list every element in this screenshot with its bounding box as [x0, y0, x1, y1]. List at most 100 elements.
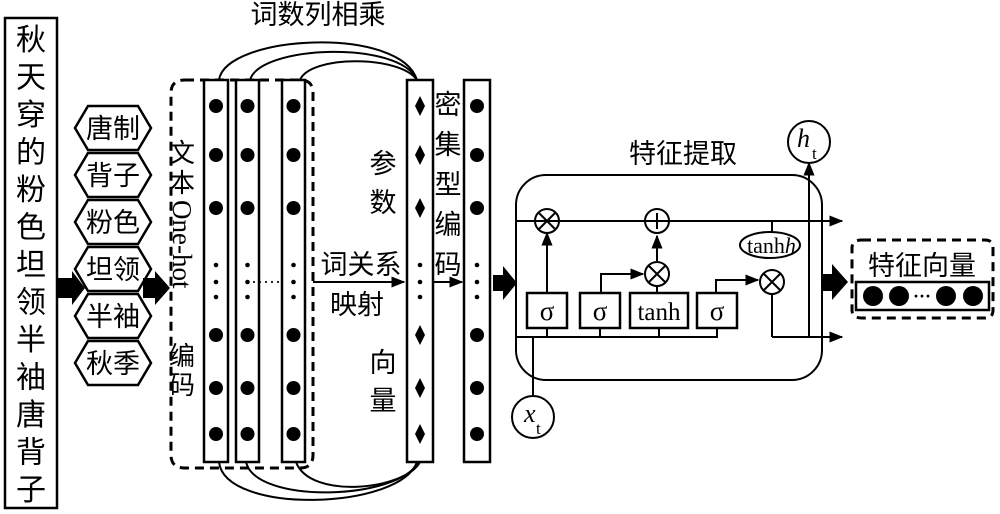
vector-ellipsis-dot [417, 262, 423, 268]
dense-vector-column [462, 78, 492, 464]
hexagon-shape [73, 245, 153, 293]
sigmoid-gate: σ [525, 291, 569, 337]
vector-ellipsis-dot [291, 279, 296, 285]
token-hexagon: 秋季 [73, 339, 153, 387]
arrow-tokens-to-onehot [143, 271, 170, 305]
feature-dot [863, 286, 883, 306]
output-gate-arrow [715, 274, 760, 293]
token-label: 唐制 [86, 114, 140, 145]
vector-element-dot [209, 99, 223, 113]
vector-element-dot [286, 148, 301, 162]
vector-element-dot [286, 427, 301, 441]
vector-ellipsis-dot [291, 262, 296, 268]
sentence-char: 粉 [16, 173, 46, 208]
vector-element-dot [209, 381, 223, 395]
dense-label-char: 码 [435, 250, 462, 281]
param-label-char-3: 向 [370, 348, 397, 379]
vector-element-dot [240, 328, 255, 342]
vector-element-dot [470, 427, 484, 441]
output-tanh-label: tanhh [747, 233, 796, 258]
token-hexagon: 半袖 [73, 292, 153, 340]
sentence-char: 秋 [16, 23, 46, 58]
tanh-gate: tanh [628, 291, 690, 337]
sentence-char: 背 [16, 436, 46, 471]
param-label-char-4: 量 [370, 386, 397, 417]
onehot-column [202, 78, 230, 464]
onehot-label-char-1: 文 [169, 139, 195, 169]
sentence-char: 色 [16, 211, 46, 246]
onehot-label-char-4: 码 [169, 371, 195, 401]
vector-element-dot [470, 381, 484, 395]
sentence-char: 穿 [16, 98, 46, 133]
vector-element-dot [470, 201, 484, 215]
vector-ellipsis-dot [245, 262, 250, 268]
vector-element-dot [240, 427, 255, 441]
bottom-connection-arcs [218, 461, 421, 501]
onehot-label: 文 本 One-hot 编 码 [167, 139, 197, 401]
vector-element-dot [209, 427, 223, 441]
dense-label-char: 密 [435, 90, 462, 121]
output-node-ht [787, 120, 831, 164]
token-hexagon: 坦领 [73, 245, 153, 293]
top-connection-arcs [218, 41, 418, 81]
vector-element-diamond [415, 198, 425, 218]
token-label: 背子 [86, 161, 140, 192]
sentence-char: 的 [16, 136, 46, 171]
param-label-char-2: 数 [370, 188, 397, 219]
onehot-column [234, 78, 261, 464]
feature-extraction-title: 特征提取 [629, 139, 737, 170]
feature-dot [963, 286, 983, 306]
relation-mapping-label-2: 映射 [330, 290, 384, 321]
vector-element-dot [209, 148, 223, 162]
vector-ellipsis-dot [417, 279, 423, 285]
arrow-lstm-to-feature-vector [822, 264, 848, 300]
vector-element-diamond [415, 424, 425, 444]
vector-frame [234, 78, 261, 464]
vector-element-dot [240, 148, 255, 162]
vector-element-dot [240, 99, 255, 113]
feature-vector-block: 特征向量 ··· [850, 238, 995, 320]
word-multiply-label: 词数列相乘 [251, 0, 386, 31]
vector-element-dot [209, 201, 223, 215]
vector-element-dot [240, 381, 255, 395]
token-hexagon: 粉色 [73, 198, 153, 246]
vector-ellipsis-dot [474, 279, 480, 285]
input-node-subscript: t [536, 419, 541, 438]
input-multiply-node [644, 261, 670, 287]
vector-element-dot [240, 201, 255, 215]
onehot-label-char-2: 本 [169, 169, 195, 199]
arrow-sentence-to-tokens [58, 271, 85, 305]
vector-ellipsis-dot [417, 294, 423, 300]
gate-box [628, 291, 690, 330]
input-node-xt [511, 395, 555, 439]
param-label-char-1: 参 [370, 149, 397, 180]
token-label: 秋季 [86, 349, 140, 380]
parameter-column [405, 78, 435, 464]
vector-element-diamond [415, 96, 425, 116]
feature-dot [889, 286, 909, 306]
hexagon-shape [73, 198, 153, 246]
vector-frame [462, 78, 492, 464]
dense-label-char: 集 [435, 130, 462, 161]
sentence-char: 唐 [16, 398, 46, 433]
feature-dot [936, 286, 956, 306]
token-label: 半袖 [86, 302, 140, 333]
gate-label: σ [710, 296, 725, 326]
vector-element-dot [286, 381, 301, 395]
onehot-column [280, 78, 307, 464]
vector-element-diamond [415, 145, 425, 165]
hexagon-shape [73, 151, 153, 199]
sentence-char: 领 [16, 286, 46, 321]
vector-ellipsis-dot [474, 294, 480, 300]
vector-frame [405, 78, 435, 464]
vector-element-dot [286, 99, 301, 113]
vector-element-dot [470, 328, 484, 342]
columns-ellipsis: ······ [245, 272, 281, 292]
vector-element-diamond [415, 378, 425, 398]
